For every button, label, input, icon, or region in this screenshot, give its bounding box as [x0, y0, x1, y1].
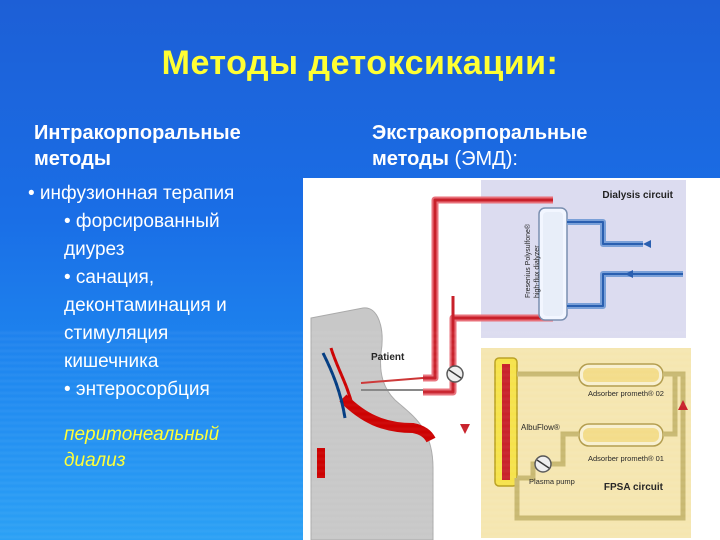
arrow-left-icon: [643, 240, 651, 248]
intracorporeal-heading: Интракорпоральные методы: [34, 120, 324, 172]
dialyzer-label-1: Fresenius Polysulfone®: [524, 223, 532, 298]
extracorporeal-heading-methods: методы: [372, 148, 449, 170]
blood-pump-gauge: [446, 365, 464, 383]
adsorber-01: [578, 423, 664, 447]
extracorporeal-heading: Экстракорпоральные методы (ЭМД):: [372, 120, 672, 172]
patient-vessel-lower: [317, 448, 325, 478]
dialyzer-label-2: high-flux dialyzer: [534, 245, 541, 298]
adsorber-02-label: Adsorber prometh® 02: [588, 389, 664, 398]
circuit-svg: Dialysis circuit FPSA circuit Patient: [310, 180, 691, 540]
adsorber-01-label: Adsorber prometh® 01: [588, 454, 664, 463]
fpsa-return-pipe: [514, 371, 686, 521]
list-item: диурез: [64, 239, 125, 260]
catheter-line-red: [360, 377, 424, 384]
dialysis-circuit-label: Dialysis circuit: [602, 190, 673, 201]
list-item: стимуляция: [64, 323, 169, 344]
arrow-up-icon: [678, 400, 688, 410]
intracorporeal-heading-line2: методы: [34, 148, 111, 170]
extracorporeal-heading-line2: методы (ЭМД):: [372, 146, 672, 172]
patient-vessel-arch: [339, 394, 436, 443]
list-item: кишечника: [64, 351, 159, 372]
list-item: • форсированный: [64, 211, 220, 232]
albuflow-filter: [494, 357, 518, 487]
list-item: • энтеросорбция: [64, 379, 210, 400]
dialysis-circuit-panel: [481, 180, 686, 338]
patient-vein: [321, 352, 347, 419]
extracorporeal-circuit-diagram: Dialysis circuit FPSA circuit Patient: [303, 178, 720, 540]
adsorber-02: [578, 363, 664, 387]
albuflow-label: AlbuFlow®: [521, 423, 560, 432]
blood-line-venous: [423, 314, 553, 396]
plasma-pump-label: Plasma pump: [529, 477, 575, 486]
list-item: деконтаминация и: [64, 295, 227, 316]
patient-label: Patient: [371, 352, 405, 363]
fpsa-circuit-label: FPSA circuit: [604, 482, 664, 493]
slide-title: Методы детоксикации:: [161, 44, 559, 82]
fpsa-pipe: [517, 431, 579, 481]
fpsa-pipe: [663, 371, 678, 437]
arrow-down-icon: [460, 424, 470, 434]
peritoneal-line2: диализ: [64, 450, 126, 471]
fpsa-circuit-panel: [481, 348, 691, 538]
plasma-pump: [534, 455, 552, 473]
extracorporeal-heading-line1: Экстракорпоральные: [372, 122, 588, 144]
arrow-left-icon: [625, 270, 633, 278]
patient-silhouette: [310, 307, 434, 540]
list-item: • санация,: [64, 267, 155, 288]
peritoneal-line1: перитонеальный: [64, 424, 220, 445]
peritoneal-dialysis-text: перитонеальный диализ: [64, 422, 314, 474]
extracorporeal-heading-emd: (ЭМД):: [448, 148, 518, 170]
patient-artery: [329, 347, 355, 409]
list-item: • инфузионная терапия: [28, 183, 235, 204]
intracorporeal-heading-line1: Интракорпоральные: [34, 122, 241, 144]
intracorporeal-method-list: • инфузионная терапия • форсированный ди…: [28, 180, 313, 404]
